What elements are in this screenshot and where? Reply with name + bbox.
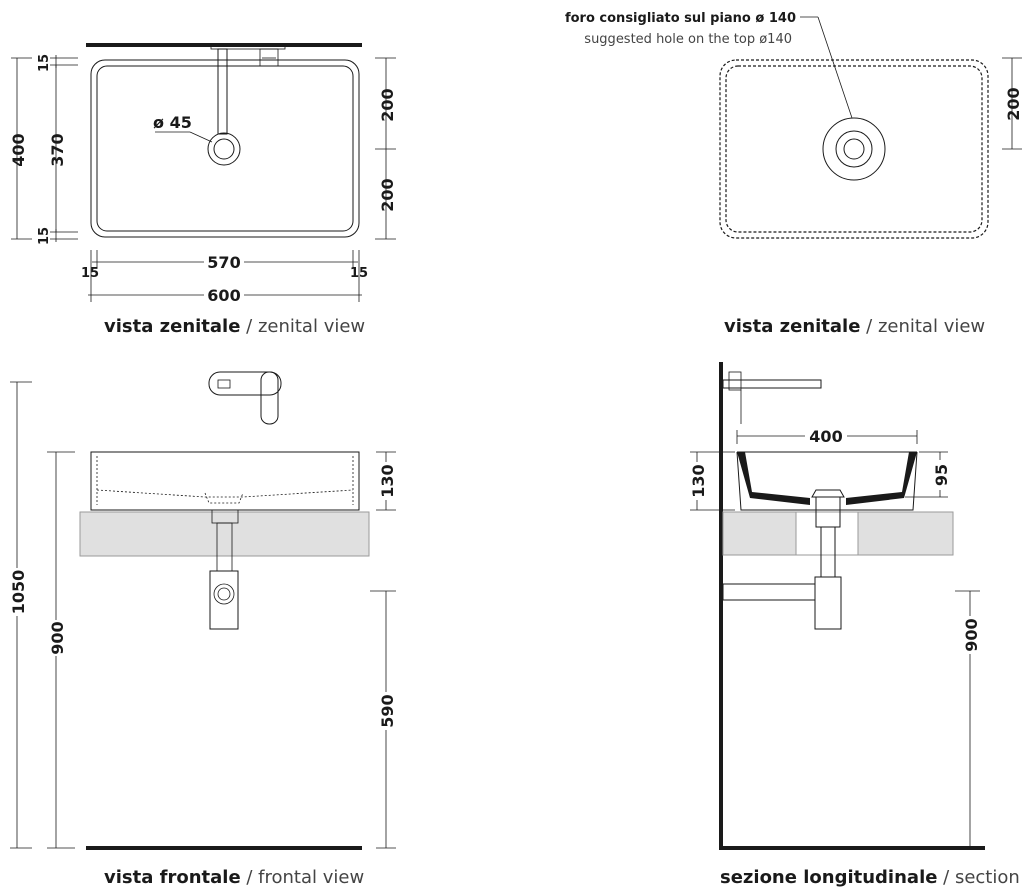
caption-top-left-it: vista zenitale [104,316,241,337]
caption-bottom-left-it: vista frontale [104,867,241,888]
caption-top-right-it: vista zenitale [724,316,861,337]
dim-370: 370 [48,133,67,166]
dim-590: 590 [378,694,397,727]
caption-top-right-en: / zenital view [860,316,986,337]
dims-right-vertical [375,57,396,240]
dim-900-section: 900 [962,618,981,651]
caption-bottom-left-en: / frontal view [240,867,365,888]
dim-15-top: 15 [37,54,52,72]
caption-bottom-right-en: / section [937,867,1020,888]
dims-horizontal [88,250,362,302]
dim-570: 570 [207,253,240,272]
dim-200-lower: 200 [378,178,397,211]
zenital-view-hole [719,16,1022,239]
dim-95: 95 [932,464,951,486]
dims-left-vertical [11,55,78,242]
dim-15-bottom: 15 [37,227,52,245]
frontal-view [10,371,396,850]
caption-bottom-right-it: sezione longitudinale [720,867,938,888]
caption-top-right: vista zenitale / zenital view [724,316,985,337]
dim-130-section: 130 [689,464,708,497]
dim-200-upper: 200 [378,88,397,121]
note-hole-en: suggested hole on the top ø140 [584,32,792,47]
caption-top-left: vista zenitale / zenital view [104,316,365,337]
dim-1050: 1050 [9,570,28,615]
caption-bottom-left: vista frontale / frontal view [104,867,364,888]
dim-130-front: 130 [378,464,397,497]
caption-bottom-right: sezione longitudinale / section [720,867,1020,888]
dim-400-section: 400 [809,427,842,446]
section-view [690,362,985,850]
dim-400: 400 [9,133,28,166]
dim-900-front: 900 [48,621,67,654]
dim-15-left: 15 [81,266,99,281]
dim-200-hole: 200 [1004,87,1023,120]
zenital-view-basin [86,43,362,238]
dim-drain-diameter: ø 45 [153,113,192,132]
dim-15-right: 15 [350,266,368,281]
caption-top-left-en: / zenital view [240,316,366,337]
note-hole-it: foro consigliato sul piano ø 140 [565,11,796,26]
dim-600: 600 [207,286,240,305]
